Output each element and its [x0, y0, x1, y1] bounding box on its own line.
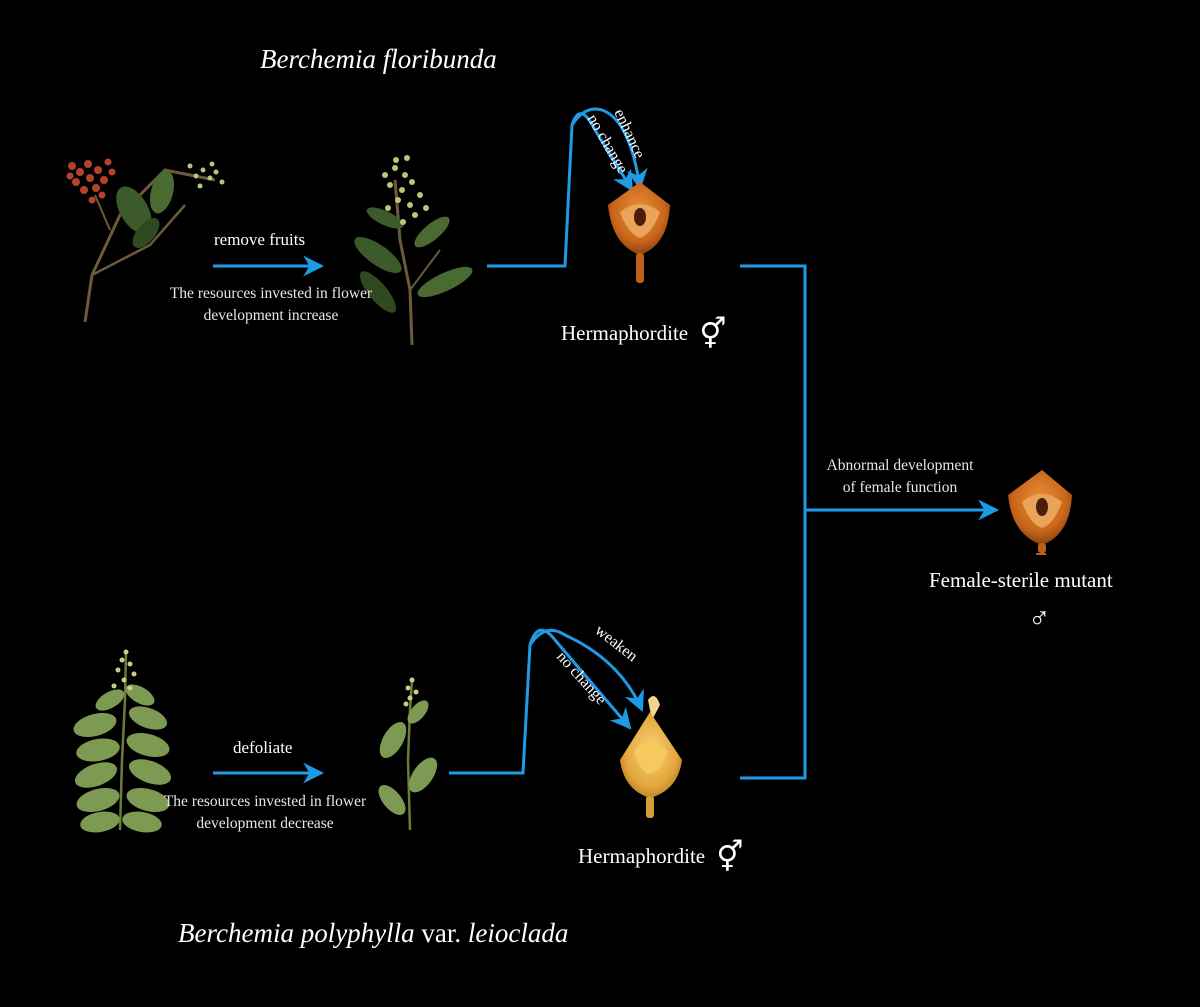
flowering-branch-icon: [354, 155, 473, 346]
leafy-branch-icon: [73, 649, 172, 833]
bottom-note-line-1: The resources invested in flower: [163, 793, 367, 810]
hermaphrodite-symbol-icon: ⚥: [699, 318, 727, 351]
merge-bracket: [740, 264, 807, 780]
top-resource-note: The resources invested in flower develop…: [146, 283, 396, 327]
mutant-result-label: Female-sterile mutant: [929, 568, 1113, 592]
species-bottom-title: Berchemia polyphylla var. leioclada: [178, 918, 568, 949]
top-note-line-1: The resources invested in flower: [169, 285, 373, 302]
species-bottom-variety: leioclada: [467, 918, 569, 948]
merge-note-line-1: Abnormal development: [826, 457, 974, 474]
defoliated-branch-icon: [378, 677, 438, 831]
male-symbol-icon: ♂: [1028, 602, 1051, 635]
bottom-note-line-2: development decrease: [196, 815, 334, 832]
top-result-label: Hermaphordite ⚥: [561, 320, 726, 350]
species-bottom-var: var.: [414, 918, 468, 948]
species-top-title: Berchemia floribunda: [260, 44, 497, 74]
species-bottom-genus: Berchemia polyphylla: [178, 918, 415, 948]
flower-icon: [608, 182, 670, 283]
flower-icon: [620, 696, 682, 818]
hermaphrodite-symbol-icon: ⚥: [716, 841, 744, 874]
bottom-weaken-label: weaken: [592, 622, 641, 665]
flower-icon: [1008, 470, 1072, 555]
bottom-weaken-curve: [528, 628, 644, 712]
top-note-line-2: development increase: [203, 307, 339, 324]
bottom-resource-note: The resources invested in flower develop…: [140, 791, 390, 835]
remove-fruits-label: remove fruits: [214, 230, 306, 249]
top-hermaphrodite-text: Hermaphordite: [561, 321, 689, 345]
bottom-hermaphrodite-text: Hermaphordite: [578, 844, 706, 868]
merge-note: Abnormal development of female function: [800, 455, 1000, 499]
defoliate-label: defoliate: [233, 738, 293, 757]
bottom-result-label: Hermaphordite ⚥: [578, 843, 743, 873]
fruiting-branch-icon: [66, 158, 225, 323]
merge-note-line-2: of female function: [842, 479, 958, 496]
top-enhance-curve: [570, 107, 648, 191]
